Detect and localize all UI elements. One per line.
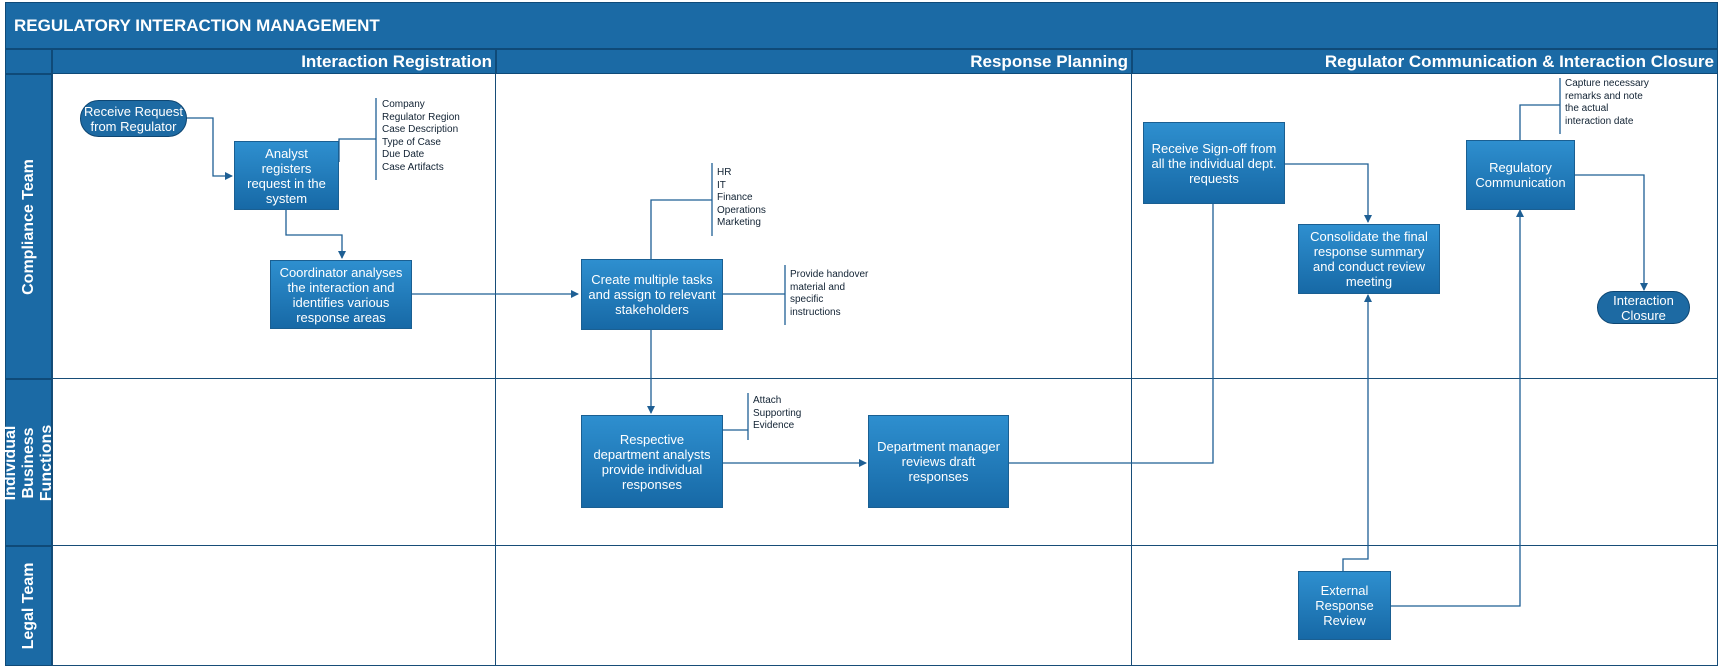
process-create-tasks[interactable]: Create multiple tasks and assign to rele… [581, 259, 723, 330]
flow-arrow [1285, 163, 1372, 223]
process-dept-manager[interactable]: Department manager reviews draft respons… [868, 415, 1009, 508]
flow-arrow [1575, 174, 1648, 291]
lane-header-legal: Legal Team [5, 546, 52, 666]
flow-arrow [285, 210, 346, 259]
note-evidence: Attach Supporting Evidence [753, 395, 802, 431]
note-handover: Provide handover material and specific i… [790, 269, 869, 318]
note-connector [1519, 104, 1560, 140]
note-departments: HR IT Finance Operations Marketing [717, 167, 766, 228]
process-regulatory-communication[interactable]: Regulatory Communication [1466, 140, 1575, 210]
process-analyst-registers[interactable]: Analyst registers request in the system [234, 141, 339, 210]
flow-arrow [1009, 175, 1217, 464]
cell [496, 74, 1132, 379]
end-node-interaction-closure[interactable]: Interaction Closure [1597, 291, 1690, 324]
note-case-fields: Company Regulator Region Case Descriptio… [382, 99, 460, 173]
flow-arrow [1391, 209, 1524, 607]
process-external-review[interactable]: External Response Review [1298, 571, 1391, 640]
process-receive-signoff[interactable]: Receive Sign-off from all the individual… [1143, 122, 1285, 204]
lane-header-business-functions: Individual Business Functions [2, 379, 55, 546]
cell [52, 546, 496, 666]
cell [1132, 74, 1718, 379]
phase-header-closure: Regulator Communication & Interaction Cl… [1132, 49, 1718, 74]
cell [1132, 546, 1718, 666]
note-connector [650, 199, 712, 259]
flow-arrow [1342, 294, 1372, 571]
note-remarks: Capture necessary remarks and note the a… [1565, 78, 1649, 127]
cell [52, 379, 496, 546]
cell [496, 546, 1132, 666]
note-connector [338, 138, 376, 162]
diagram-title: REGULATORY INTERACTION MANAGEMENT [5, 2, 1718, 49]
cell [52, 74, 496, 379]
lane-header-compliance: Compliance Team [5, 74, 52, 379]
cell [1132, 379, 1718, 546]
process-coordinator-analyses[interactable]: Coordinator analyses the interaction and… [270, 260, 412, 329]
flow-arrow [186, 117, 233, 180]
process-consolidate[interactable]: Consolidate the final response summary a… [1298, 224, 1440, 294]
process-dept-analysts[interactable]: Respective department analysts provide i… [581, 415, 723, 508]
corner-cell [5, 49, 52, 74]
start-node-receive-request[interactable]: Receive Request from Regulator [80, 100, 187, 137]
phase-header-registration: Interaction Registration [52, 49, 496, 74]
phase-header-planning: Response Planning [496, 49, 1132, 74]
